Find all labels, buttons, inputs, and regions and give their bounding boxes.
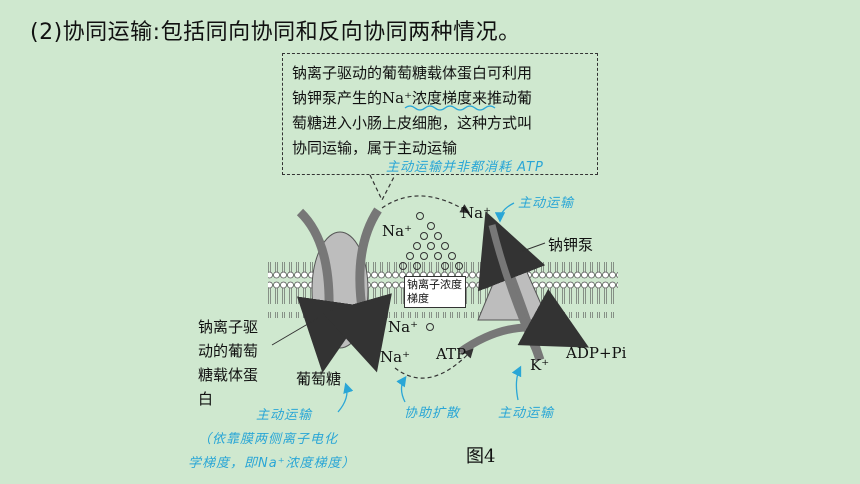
label-na-mid: Na⁺	[388, 318, 418, 336]
gradient-label-box: 钠离子浓度梯度	[404, 276, 466, 308]
callout-line-3: 萄糖进入小肠上皮细胞，这种方式叫	[292, 114, 533, 132]
carrier-pointer	[271, 317, 319, 346]
callout-line-2a: 钠钾泵产生的	[292, 89, 383, 107]
label-carrier-1: 钠离子驱	[198, 318, 259, 336]
label-carrier-3: 糖载体蛋	[198, 366, 259, 384]
note-active-right: 主动运输	[498, 406, 555, 421]
pump-arrow-atp	[457, 288, 590, 356]
note-gradient-2: 学梯度，即Na⁺浓度梯度）	[188, 456, 356, 471]
note-atp: 主动运输并非都消耗 ATP	[386, 160, 544, 175]
label-carrier-2: 动的葡萄	[198, 342, 259, 360]
label-atp: ATP	[436, 345, 467, 363]
label-adp: ADP+Pi	[566, 344, 627, 362]
label-pump: 钠钾泵	[548, 236, 594, 254]
carrier-arrow-right	[322, 207, 392, 373]
page-heading: (2)协同运输:包括同向协同和反向协同两种情况。	[30, 20, 521, 45]
note-assist: 协助扩散	[404, 406, 461, 421]
callout-line-2: 钠钾泵产生的Na⁺浓度梯度来推动葡	[292, 87, 532, 108]
label-carrier-4: 白	[198, 390, 214, 408]
label-na-bottom: Na⁺	[380, 348, 410, 366]
na-cycle-bottom	[394, 348, 474, 379]
label-na-top-right: Na⁺	[461, 204, 491, 222]
na-cycle-top	[381, 195, 471, 214]
note-gradient-1: （依靠膜两侧离子电化	[198, 432, 339, 447]
label-k: K⁺	[530, 356, 550, 374]
note-arrow-left	[337, 382, 354, 413]
label-glucose: 葡萄糖	[296, 370, 342, 388]
na-gradient-dots	[399, 212, 463, 331]
pump-pointer	[519, 242, 546, 253]
note-active-top: 主动运输	[518, 196, 575, 211]
callout-line-4: 协同运输，属于主动运输	[292, 139, 458, 157]
callout-line-2b: Na⁺浓度梯度	[382, 89, 473, 107]
label-na-left-top: Na⁺	[382, 222, 412, 240]
note-arrow-assist	[396, 375, 407, 403]
figure-caption: 图4	[466, 446, 496, 467]
wavy-underline	[404, 105, 496, 111]
note-active-left: 主动运输	[256, 408, 313, 423]
note-arrow-top	[494, 202, 515, 223]
note-arrow-right	[511, 365, 522, 401]
callout-line-2c: 来推动葡	[472, 89, 533, 107]
callout-line-1: 钠离子驱动的葡萄糖载体蛋白可利用	[292, 64, 533, 82]
callout-pointer	[369, 174, 396, 202]
callout-box	[282, 53, 598, 175]
